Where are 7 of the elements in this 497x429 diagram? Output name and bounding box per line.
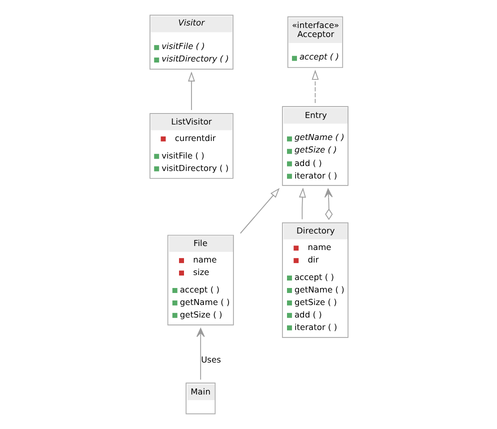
arrow bbox=[239, 188, 280, 234]
arrow bbox=[196, 328, 204, 380]
arrow bbox=[188, 72, 194, 110]
arrow bbox=[324, 188, 332, 220]
edge-label: Uses bbox=[200, 354, 220, 364]
arrow bbox=[311, 70, 318, 104]
arrow bbox=[298, 188, 306, 220]
